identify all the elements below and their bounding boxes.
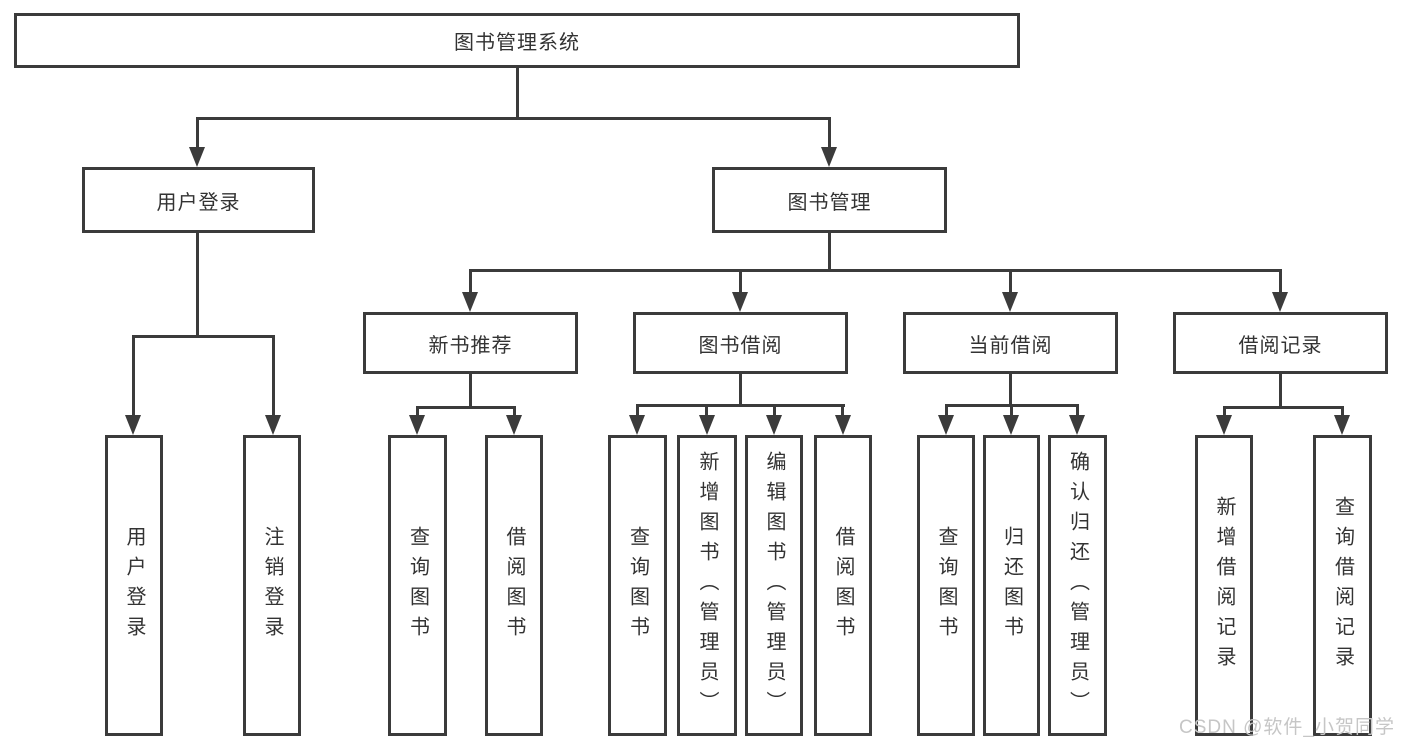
- connector-line: [828, 231, 831, 272]
- arrow-down-icon: [1069, 415, 1085, 435]
- node-book-management: 图书管理: [712, 167, 947, 233]
- connector-line: [1010, 404, 1013, 418]
- connector-line: [636, 404, 639, 418]
- connector-line: [1076, 404, 1079, 418]
- leaf-add-books-admin: 新增图书（管理员）: [677, 435, 737, 736]
- leaf-recommend-query-books: 查询图书: [388, 435, 447, 736]
- connector-line: [1009, 269, 1012, 295]
- arrow-down-icon: [265, 415, 281, 435]
- node-borrowing-records: 借阅记录: [1173, 312, 1388, 374]
- connector-line: [1223, 406, 1344, 409]
- connector-line: [272, 335, 275, 420]
- arrow-down-icon: [125, 415, 141, 435]
- arrow-down-icon: [938, 415, 954, 435]
- connector-line: [469, 372, 472, 408]
- leaf-user-login: 用户登录: [105, 435, 163, 736]
- connector-line: [841, 404, 844, 418]
- node-book-borrowing: 图书借阅: [633, 312, 848, 374]
- arrow-down-icon: [835, 415, 851, 435]
- connector-line: [1341, 406, 1344, 418]
- arrow-down-icon: [189, 147, 205, 167]
- connector-line: [739, 372, 742, 407]
- leaf-add-borrowing-record: 新增借阅记录: [1195, 435, 1253, 736]
- connector-line: [636, 404, 845, 407]
- leaf-borrowing-query-books: 查询图书: [608, 435, 667, 736]
- connector-line: [1279, 372, 1282, 408]
- arrow-down-icon: [1216, 415, 1232, 435]
- arrow-down-icon: [1002, 292, 1018, 312]
- arrow-down-icon: [699, 415, 715, 435]
- arrow-down-icon: [1272, 292, 1288, 312]
- leaf-edit-books-admin: 编辑图书（管理员）: [745, 435, 803, 736]
- leaf-logout: 注销登录: [243, 435, 301, 736]
- node-current-borrowing: 当前借阅: [903, 312, 1118, 374]
- arrow-down-icon: [1003, 415, 1019, 435]
- arrow-down-icon: [732, 292, 748, 312]
- connector-line: [469, 269, 1282, 272]
- arrow-down-icon: [821, 147, 837, 167]
- leaf-borrowing-borrow-books: 借阅图书: [814, 435, 872, 736]
- arrow-down-icon: [506, 415, 522, 435]
- connector-line: [132, 335, 275, 338]
- connector-line: [196, 231, 199, 337]
- connector-line: [469, 269, 472, 295]
- connector-line: [705, 404, 708, 418]
- arrow-down-icon: [462, 292, 478, 312]
- leaf-query-borrowing-record: 查询借阅记录: [1313, 435, 1372, 736]
- arrow-down-icon: [629, 415, 645, 435]
- connector-line: [416, 406, 516, 409]
- connector-line: [416, 406, 419, 418]
- leaf-recommend-borrow-books: 借阅图书: [485, 435, 543, 736]
- connector-line: [196, 117, 199, 150]
- leaf-return-books: 归还图书: [983, 435, 1040, 736]
- leaf-confirm-return-admin: 确认归还（管理员）: [1048, 435, 1107, 736]
- connector-line: [1223, 406, 1226, 418]
- arrow-down-icon: [409, 415, 425, 435]
- connector-line: [196, 117, 831, 120]
- connector-line: [1009, 372, 1012, 407]
- connector-line: [516, 66, 519, 119]
- csdn-watermark: CSDN @软件_小贺同学: [1179, 717, 1395, 738]
- connector-line: [945, 404, 948, 418]
- connector-line: [513, 406, 516, 418]
- connector-line: [1279, 269, 1282, 295]
- leaf-current-query-books: 查询图书: [917, 435, 975, 736]
- node-user-login: 用户登录: [82, 167, 315, 233]
- connector-line: [828, 117, 831, 150]
- node-library-management-system: 图书管理系统: [14, 13, 1020, 68]
- connector-line: [132, 335, 135, 420]
- arrow-down-icon: [1334, 415, 1350, 435]
- arrow-down-icon: [766, 415, 782, 435]
- connector-line: [739, 269, 742, 295]
- node-new-book-recommendation: 新书推荐: [363, 312, 578, 374]
- connector-line: [773, 404, 776, 418]
